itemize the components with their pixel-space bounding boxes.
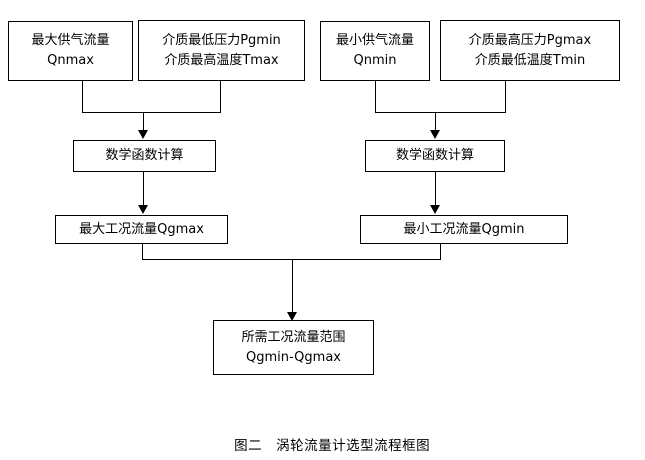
arrow-into-required-flow-range (287, 312, 297, 321)
arrow-into-min-working-flow (430, 205, 440, 214)
node-max-pressure-min-temp-line1: 介质最高压力Pgmax (468, 32, 592, 48)
node-math-function-left: 数学函数计算 (73, 140, 216, 172)
arrow-into-max-working-flow (138, 205, 148, 214)
arrow-into-math-function-right (430, 130, 440, 139)
node-min-pressure-max-temp: 介质最低压力Pgmin 介质最高温度Tmax (138, 20, 305, 81)
connector-min-supply-flow-down (375, 81, 376, 113)
node-min-supply-flow-line1: 最小供气流量 (335, 33, 414, 49)
node-min-supply-flow: 最小供气流量 Qnmin (320, 21, 430, 81)
figure-caption: 图二 涡轮流量计选型流程框图 (0, 418, 645, 460)
connector-max-pressure-min-temp-down (505, 81, 506, 113)
node-max-working-flow-label: 最大工况流量Qgmax (79, 221, 204, 237)
connector-min-working-flow-down (440, 244, 441, 260)
node-math-function-right: 数学函数计算 (365, 140, 505, 172)
connector-left-merge-down (143, 112, 144, 131)
figure-caption-text: 图二 涡轮流量计选型流程框图 (234, 438, 431, 454)
connector-right-merge-bar (375, 112, 506, 113)
node-math-function-right-label: 数学函数计算 (395, 148, 474, 164)
node-max-pressure-min-temp-line2: 介质最低温度Tmin (474, 52, 586, 68)
node-min-pressure-max-temp-line1: 介质最低压力Pgmin (162, 32, 281, 48)
connector-max-working-flow-down (142, 244, 143, 260)
connector-math-right-to-min-working-flow (435, 172, 436, 206)
node-min-working-flow: 最小工况流量Qgmin (360, 215, 568, 244)
connector-left-merge-bar (82, 112, 221, 113)
node-required-flow-range-line1: 所需工况流量范围 (241, 329, 346, 345)
node-max-supply-flow-line1: 最大供气流量 (31, 33, 110, 49)
node-required-flow-range-line2: Qgmin-Qgmax (246, 349, 341, 365)
arrow-into-math-function-left (138, 130, 148, 139)
node-min-pressure-max-temp-line2: 介质最高温度Tmax (164, 52, 279, 68)
connector-right-merge-down (435, 112, 436, 131)
node-max-pressure-min-temp: 介质最高压力Pgmax 介质最低温度Tmin (440, 20, 620, 81)
node-min-supply-flow-line2: Qnmin (353, 53, 397, 68)
node-min-working-flow-label: 最小工况流量Qgmin (403, 221, 525, 237)
node-max-working-flow: 最大工况流量Qgmax (55, 215, 228, 244)
connector-bottom-merge-bar (142, 259, 441, 260)
connector-math-left-to-max-working-flow (143, 172, 144, 206)
connector-bottom-merge-down (292, 259, 293, 314)
node-max-supply-flow-line2: Qnmax (47, 53, 94, 68)
node-math-function-left-label: 数学函数计算 (105, 148, 184, 164)
connector-min-pressure-max-temp-down (220, 81, 221, 113)
node-max-supply-flow: 最大供气流量 Qnmax (8, 21, 133, 81)
connector-max-supply-flow-down (82, 81, 83, 113)
node-required-flow-range: 所需工况流量范围 Qgmin-Qgmax (213, 320, 374, 375)
